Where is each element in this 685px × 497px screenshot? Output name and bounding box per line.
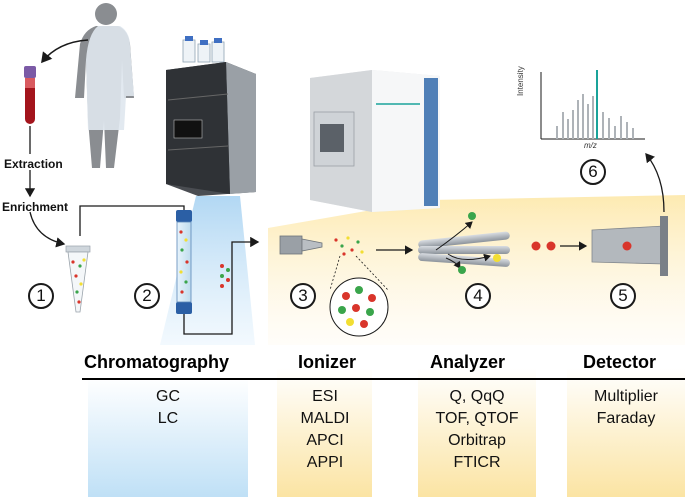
list-item: GC (156, 388, 180, 405)
list-item: MALDI (300, 410, 350, 427)
ionizer-header: Ionizer (298, 352, 357, 372)
detector-list: Multiplier Faraday (570, 386, 682, 430)
blood-tube (24, 66, 36, 124)
ionizer-panel (277, 368, 372, 497)
step-number-3: 3 (290, 283, 316, 309)
detector-plate (591, 216, 668, 276)
chromatography-list: GC LC (138, 386, 198, 430)
list-item: Q, QqQ (449, 388, 505, 405)
list-item: ESI (312, 388, 338, 405)
detector-to-spectrum-arrow (645, 152, 665, 213)
enrichment-to-vial-arrow (29, 211, 66, 248)
step-number-1: 1 (28, 283, 54, 309)
list-item: TOF, QTOF (435, 410, 519, 427)
list-item: Faraday (596, 410, 656, 427)
chromatography-panel (88, 378, 248, 497)
lc-to-column-line (79, 205, 185, 236)
eluted-analytes (220, 264, 230, 288)
list-item: APCI (306, 432, 344, 449)
quadrupole-analyzer (418, 212, 510, 274)
column-to-ionizer-line (183, 236, 260, 335)
lc-light-beam (160, 196, 255, 345)
ms-instrument (310, 70, 440, 212)
list-item: LC (157, 410, 179, 427)
patient-figure (75, 3, 134, 168)
ms-light-zone (268, 195, 685, 345)
analyzer-list: Q, QqQ TOF, QTOF Orbitrap FTICR (420, 386, 534, 474)
lc-column (176, 210, 192, 314)
step-number-5: 5 (610, 283, 636, 309)
analyzer-panel (418, 368, 536, 497)
sample-vial (65, 245, 91, 313)
mass-spectrum (540, 70, 645, 140)
chromatography-header: Chromatography (84, 352, 230, 372)
ionizer-source (279, 235, 364, 256)
spectrum-y-label: Intensity (516, 66, 525, 96)
analyzer-header: Analyzer (430, 352, 506, 372)
list-item: APPI (306, 454, 344, 471)
detector-header: Detector (583, 352, 657, 372)
filtered-ions (531, 241, 556, 251)
zoom-line-left (329, 255, 341, 291)
ionizer-list: ESI MALDI APCI APPI (285, 386, 365, 474)
lc-instrument (166, 36, 256, 196)
patient-to-blood-arrow (41, 39, 89, 64)
spectrum-x-label: m/z (584, 141, 597, 150)
step-number-2: 2 (134, 283, 160, 309)
extraction-label: Extraction (4, 157, 63, 171)
list-item: Multiplier (593, 388, 658, 405)
step-number-4: 4 (465, 283, 491, 309)
list-item: FTICR (453, 454, 501, 471)
detector-panel (567, 368, 685, 497)
enrichment-label: Enrichment (2, 200, 69, 214)
step-number-6: 6 (580, 159, 606, 185)
list-item: Orbitrap (448, 432, 506, 449)
droplet-zoom (329, 277, 389, 337)
